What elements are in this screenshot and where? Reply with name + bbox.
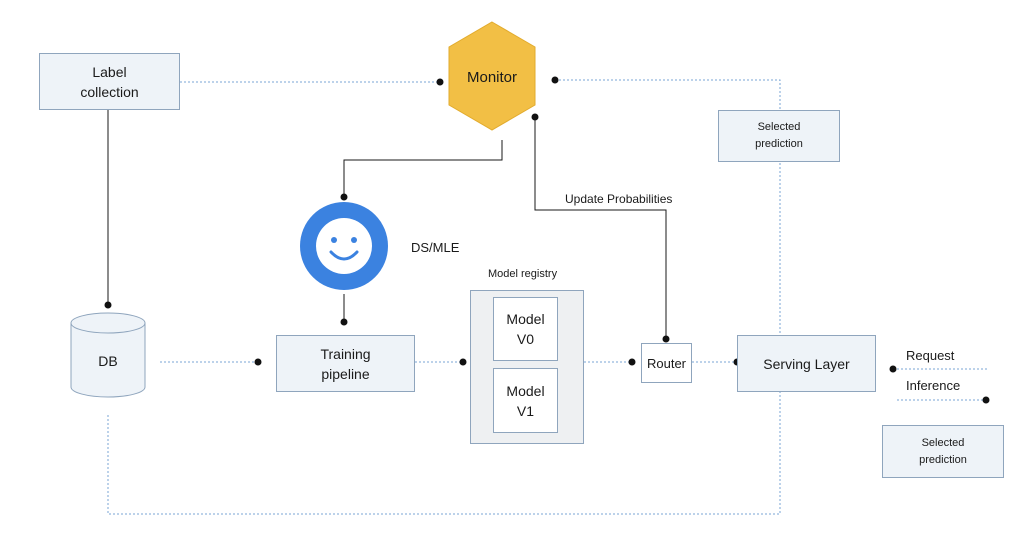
dashed-connectors bbox=[107, 79, 988, 515]
dot-legend-inference bbox=[982, 396, 990, 404]
edge-monitor-router bbox=[534, 117, 667, 339]
model-v0-box[interactable]: Model V0 bbox=[493, 297, 558, 361]
dot-registry-left bbox=[459, 358, 467, 366]
legend-selected-prediction-box: Selected prediction bbox=[882, 425, 1004, 478]
database-cylinder-icon bbox=[70, 312, 146, 398]
edge-monitor-dsmle bbox=[343, 140, 503, 197]
dot-db-top bbox=[104, 301, 112, 309]
dot-monitor-right bbox=[551, 76, 559, 84]
dot-training-top bbox=[340, 318, 348, 326]
dot-monitor-bottom bbox=[531, 113, 539, 121]
dot-training-left bbox=[254, 358, 262, 366]
edge-monitor-serving-top bbox=[555, 79, 781, 514]
training-pipeline-box[interactable]: Training pipeline bbox=[276, 335, 415, 392]
edge-db-serving-bottom bbox=[107, 415, 780, 515]
dot-router-top bbox=[662, 335, 670, 343]
ds-mle-label: DS/MLE bbox=[411, 240, 460, 255]
monitor-hexagon[interactable] bbox=[448, 21, 536, 131]
dot-legend-request bbox=[889, 365, 897, 373]
legend-inference-label: Inference bbox=[906, 378, 961, 393]
update-probabilities-label: Update Probabilities bbox=[565, 192, 673, 206]
legend-request-label: Request bbox=[906, 348, 955, 363]
dot-monitor-left bbox=[436, 78, 444, 86]
router-box[interactable]: Router bbox=[641, 343, 692, 383]
selected-prediction-top-box[interactable]: Selected prediction bbox=[718, 110, 840, 162]
dot-dsmle-top bbox=[340, 193, 348, 201]
solid-connectors bbox=[107, 110, 667, 339]
db-label: DB bbox=[98, 353, 118, 369]
label-collection-box[interactable]: Label collection bbox=[39, 53, 180, 110]
dot-router-left bbox=[628, 358, 636, 366]
model-registry-label: Model registry bbox=[488, 268, 558, 280]
model-v1-box[interactable]: Model V1 bbox=[493, 368, 558, 433]
serving-layer-box[interactable]: Serving Layer bbox=[737, 335, 876, 392]
monitor-label: Monitor bbox=[466, 68, 518, 86]
smiley-face-icon bbox=[300, 202, 388, 290]
